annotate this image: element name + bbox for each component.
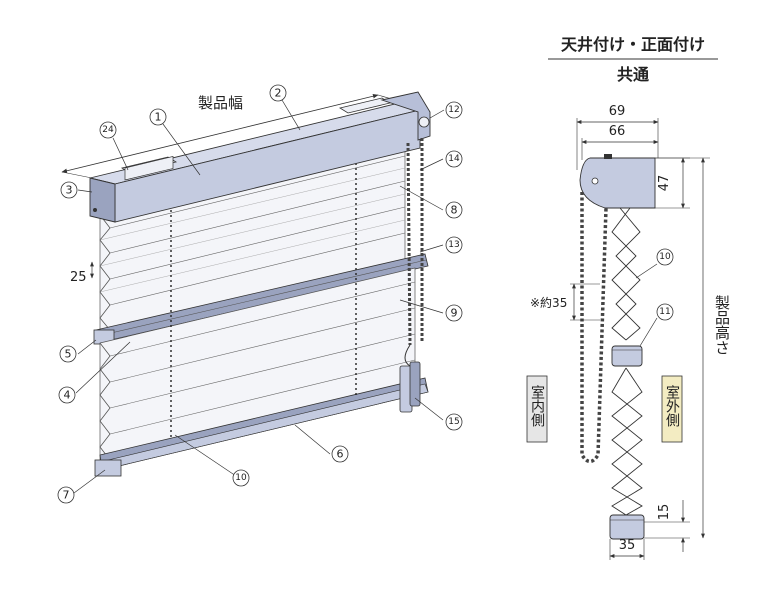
width-dimension-line [61,94,379,173]
side-middle-rail [611,345,643,367]
side-view: 69 66 47 製品高さ [526,104,731,560]
dim-15: 15 [657,504,672,521]
indoor-label-box [526,375,548,443]
outdoor-label: 室外側 [664,384,680,427]
dim-35-chain: ※約35 [530,295,567,310]
svg-text:8: 8 [451,204,458,217]
part-4: 4 [58,386,76,404]
svg-text:10: 10 [659,252,671,262]
dim-69: 69 [609,104,626,119]
svg-text:14: 14 [448,154,460,164]
part-3: 3 [60,181,78,199]
heading-line1: 天井付け・正面付け [561,35,705,54]
front-view: 製品幅 [57,84,463,504]
side-part-10: 10 [656,248,674,266]
part-14: 14 [445,150,463,168]
part-7: 7 [57,486,75,504]
pitch-label: 25 [70,270,87,285]
part-24: 24 [99,121,117,139]
pitch-dimension: 25 [70,261,94,285]
svg-text:24: 24 [102,125,114,135]
part-10-front: 10 [232,469,250,487]
part-13: 13 [445,236,463,254]
indoor-label: 室内側 [529,384,545,427]
part-2: 2 [269,84,287,102]
part-6: 6 [331,445,349,463]
head-rail [89,91,431,223]
bottom-rail [94,377,429,477]
svg-text:6: 6 [337,448,344,461]
part-5: 5 [59,345,77,363]
svg-text:9: 9 [451,307,458,320]
side-bead-chain [580,192,608,464]
svg-text:2: 2 [275,87,282,100]
heading-line2: 共通 [617,65,649,84]
dim-35-bottom: 35 [619,538,636,553]
side-head-box [579,157,656,209]
width-label: 製品幅 [198,94,243,112]
operating-unit [380,91,431,141]
lift-cords [170,158,357,440]
svg-text:5: 5 [65,348,72,361]
pleated-fabric-lower [99,267,416,463]
bead-chain [406,138,424,346]
part-8: 8 [445,201,463,219]
svg-text:15: 15 [448,417,459,427]
side-bottom-rail [609,514,645,540]
side-part-11: 11 [656,303,674,321]
mount-heading: 天井付け・正面付け 共通 [548,35,718,84]
part-labels: 1 2 24 3 12 14 8 13 9 15 5 4 6 10 7 [57,84,463,504]
part-9: 9 [445,304,463,322]
side-pleats [611,207,643,516]
dim-47: 47 [657,175,672,192]
outdoor-label-box [661,375,683,443]
svg-text:1: 1 [155,111,162,124]
svg-text:3: 3 [66,184,73,197]
svg-text:10: 10 [235,473,247,483]
svg-text:12: 12 [448,105,459,115]
svg-text:7: 7 [63,489,70,502]
svg-text:4: 4 [64,389,71,402]
part-1: 1 [149,108,167,126]
part-12: 12 [445,101,463,119]
dim-66: 66 [609,124,626,139]
part-15: 15 [445,413,463,431]
chain-weight [399,344,421,413]
svg-text:11: 11 [659,307,670,317]
height-label: 製品高さ [713,295,731,355]
svg-text:13: 13 [448,240,459,250]
